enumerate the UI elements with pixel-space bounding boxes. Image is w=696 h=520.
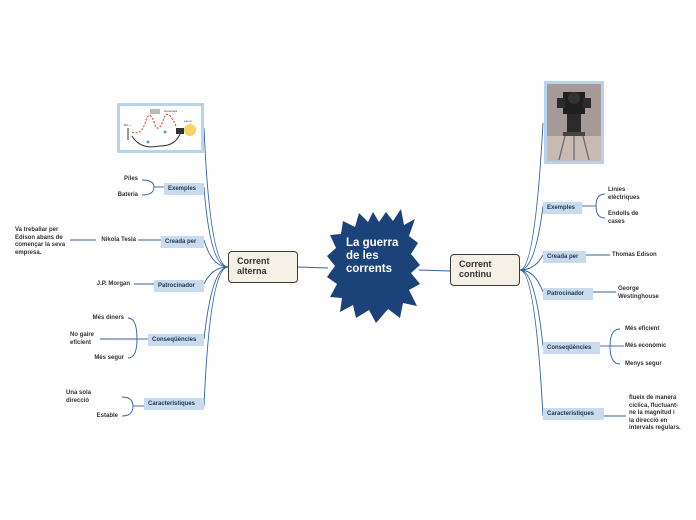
continu-leaf-linies-electriques[interactable]: Línies elèctriques — [608, 187, 640, 201]
alterna-image: Generator DC + Lamp — [117, 103, 204, 153]
svg-text:DC +: DC + — [124, 123, 131, 127]
continu-leaf-endolls-de-cases[interactable]: Endolls de cases — [608, 211, 639, 225]
alterna-topic-caracteristiques[interactable]: Característiques — [144, 398, 204, 410]
alterna-topic-exemples[interactable]: Exemples — [164, 183, 204, 195]
main-node-alterna[interactable]: Corrent alterna — [228, 251, 298, 283]
continu-topic-patrocinador[interactable]: Patrocinador — [543, 288, 593, 300]
main-node-continu-label: Corrent continu — [459, 259, 492, 279]
alterna-leaf-tesla-note[interactable]: Va treballar per Edison abans de comença… — [15, 227, 66, 256]
alterna-topic-creada-per[interactable]: Creada per — [161, 236, 204, 248]
svg-text:Generator: Generator — [164, 109, 178, 113]
continu-leaf-george-westinghouse[interactable]: George Westinghouse — [618, 286, 659, 300]
main-node-alterna-label: Corrent alterna — [237, 256, 270, 276]
continu-leaf-flueix-ciclica[interactable]: flueix de manera cíclica, fluctuant-ne l… — [629, 395, 681, 431]
alterna-leaf-jp-morgan[interactable]: J.P. Morgan — [96, 281, 130, 287]
continu-topic-creada-per[interactable]: Creada per — [543, 251, 586, 263]
alterna-leaf-bateria[interactable]: Bateria — [117, 192, 138, 198]
alterna-leaf-nikola-tesla[interactable]: Nikola Tesla — [101, 237, 136, 243]
continu-image — [544, 81, 604, 164]
continu-topic-consequencies[interactable]: Conseqüències — [543, 342, 600, 354]
alterna-leaf-no-gaire-eficient[interactable]: No gaire eficient — [70, 332, 95, 346]
alterna-leaf-piles[interactable]: Piles — [123, 176, 138, 182]
svg-text:Lamp: Lamp — [184, 119, 192, 123]
continu-leaf-thomas-edison[interactable]: Thomas Edison — [612, 252, 657, 258]
alterna-topic-consequencies[interactable]: Conseqüències — [148, 334, 204, 346]
continu-topic-exemples[interactable]: Exemples — [543, 202, 582, 214]
alterna-leaf-una-sola-direccio[interactable]: Una sola direcció — [66, 390, 92, 404]
continu-leaf-mes-eficient[interactable]: Més eficient — [625, 326, 660, 332]
alterna-leaf-mes-segur[interactable]: Més segur — [94, 355, 124, 361]
link-central-alterna — [297, 266, 329, 269]
circuit-diagram-icon: Generator DC + Lamp — [124, 109, 196, 148]
alterna-leaf-estable[interactable]: Estable — [96, 413, 118, 419]
alterna-topic-patrocinador[interactable]: Patrocinador — [154, 280, 204, 292]
central-topic[interactable]: La guerra de les corrents — [346, 237, 399, 275]
continu-leaf-mes-economic[interactable]: Més econòmic — [625, 343, 667, 349]
alterna-leaf-mes-diners[interactable]: Més diners — [92, 315, 124, 321]
link-central-continu — [418, 269, 451, 272]
central-burst — [327, 209, 420, 323]
continu-leaf-menys-segur[interactable]: Menys segur — [625, 361, 662, 367]
continu-topic-caracteristiques[interactable]: Característiques — [543, 408, 604, 420]
dynamo-machine-icon — [547, 84, 601, 161]
main-node-continu[interactable]: Corrent continu — [450, 254, 520, 286]
